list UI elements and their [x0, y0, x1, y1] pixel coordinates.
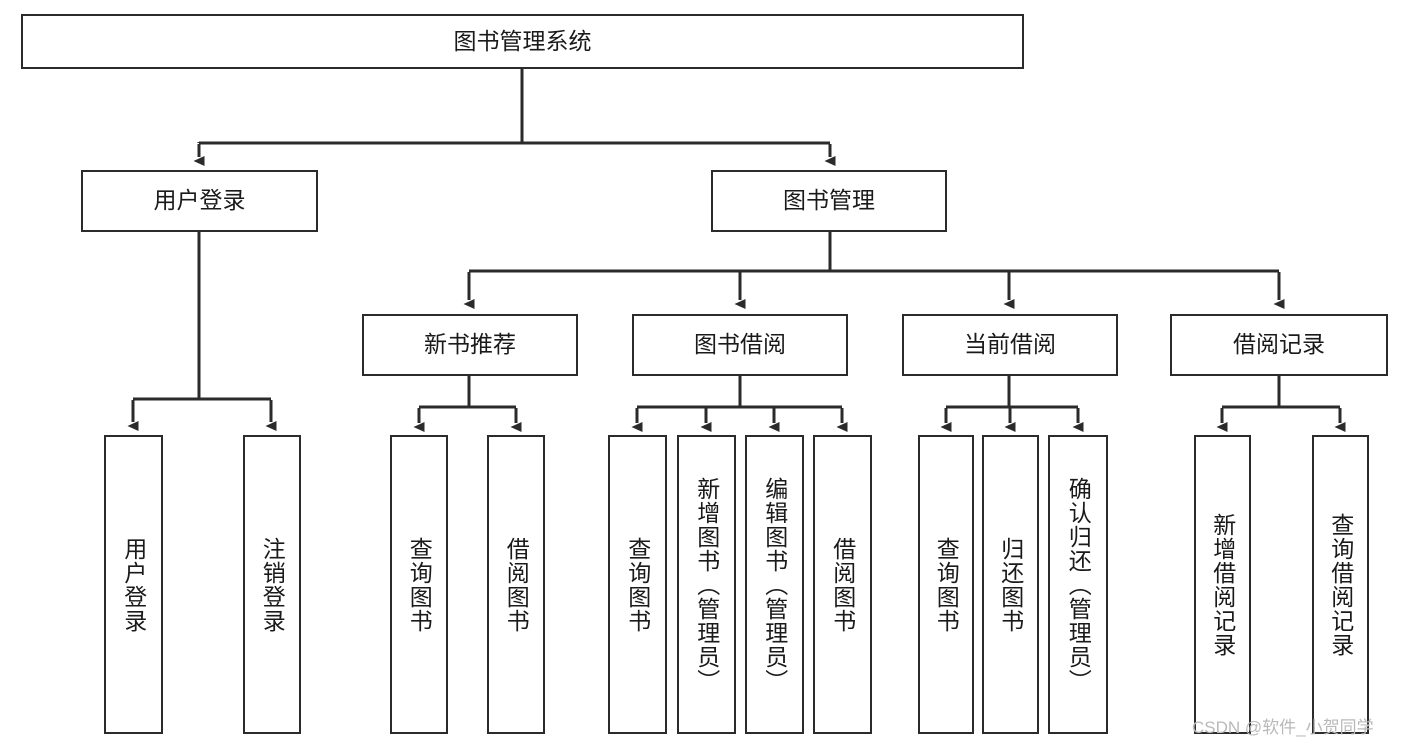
leaf-confirm-return[interactable]: 确认归还（管理员） [1048, 435, 1108, 734]
leaf-query-book-1-label: 查询图书 [406, 536, 433, 633]
leaf-confirm-return-label: 确认归还（管理员） [1065, 476, 1092, 693]
leaf-user-login[interactable]: 用户登录 [104, 435, 163, 734]
leaf-query-record[interactable]: 查询借阅记录 [1312, 435, 1369, 734]
node-borrow-record[interactable]: 借阅记录 [1170, 314, 1388, 376]
node-root-label: 图书管理系统 [453, 27, 592, 54]
node-borrow-record-label: 借阅记录 [1233, 331, 1325, 358]
node-book-borrow-label: 图书借阅 [694, 331, 786, 358]
leaf-borrow-book-2[interactable]: 借阅图书 [813, 435, 872, 734]
leaf-query-book-3-label: 查询图书 [933, 536, 960, 633]
node-book-management[interactable]: 图书管理 [711, 170, 947, 232]
node-user-login[interactable]: 用户登录 [81, 170, 318, 232]
node-book-borrow[interactable]: 图书借阅 [632, 314, 848, 376]
node-user-login-label: 用户登录 [153, 187, 246, 214]
leaf-query-book-3[interactable]: 查询图书 [918, 435, 974, 734]
node-new-book-recommend[interactable]: 新书推荐 [362, 314, 578, 376]
leaf-logout[interactable]: 注销登录 [243, 435, 301, 734]
leaf-logout-label: 注销登录 [259, 536, 286, 633]
leaf-user-login-label: 用户登录 [120, 536, 147, 633]
leaf-return-book-label: 归还图书 [997, 536, 1024, 633]
node-current-borrow-label: 当前借阅 [964, 331, 1056, 358]
leaf-add-book[interactable]: 新增图书（管理员） [677, 435, 736, 734]
leaf-return-book[interactable]: 归还图书 [982, 435, 1039, 734]
node-root[interactable]: 图书管理系统 [21, 14, 1024, 69]
node-book-management-label: 图书管理 [783, 187, 875, 214]
leaf-borrow-book-2-label: 借阅图书 [829, 536, 856, 633]
node-new-book-recommend-label: 新书推荐 [424, 331, 516, 358]
leaf-add-record-label: 新增借阅记录 [1209, 512, 1236, 657]
leaf-query-book-2[interactable]: 查询图书 [608, 435, 667, 734]
watermark: CSDN @软件_小贺同学 [1192, 718, 1374, 737]
leaf-add-book-label: 新增图书（管理员） [693, 476, 720, 693]
leaf-borrow-book-1[interactable]: 借阅图书 [487, 435, 545, 734]
leaf-edit-book[interactable]: 编辑图书（管理员） [745, 435, 804, 734]
leaf-add-record[interactable]: 新增借阅记录 [1194, 435, 1251, 734]
leaf-query-record-label: 查询借阅记录 [1327, 512, 1354, 657]
leaf-borrow-book-1-label: 借阅图书 [503, 536, 530, 633]
leaf-edit-book-label: 编辑图书（管理员） [761, 476, 788, 693]
leaf-query-book-1[interactable]: 查询图书 [390, 435, 448, 734]
leaf-query-book-2-label: 查询图书 [624, 536, 651, 633]
node-current-borrow[interactable]: 当前借阅 [902, 314, 1118, 376]
